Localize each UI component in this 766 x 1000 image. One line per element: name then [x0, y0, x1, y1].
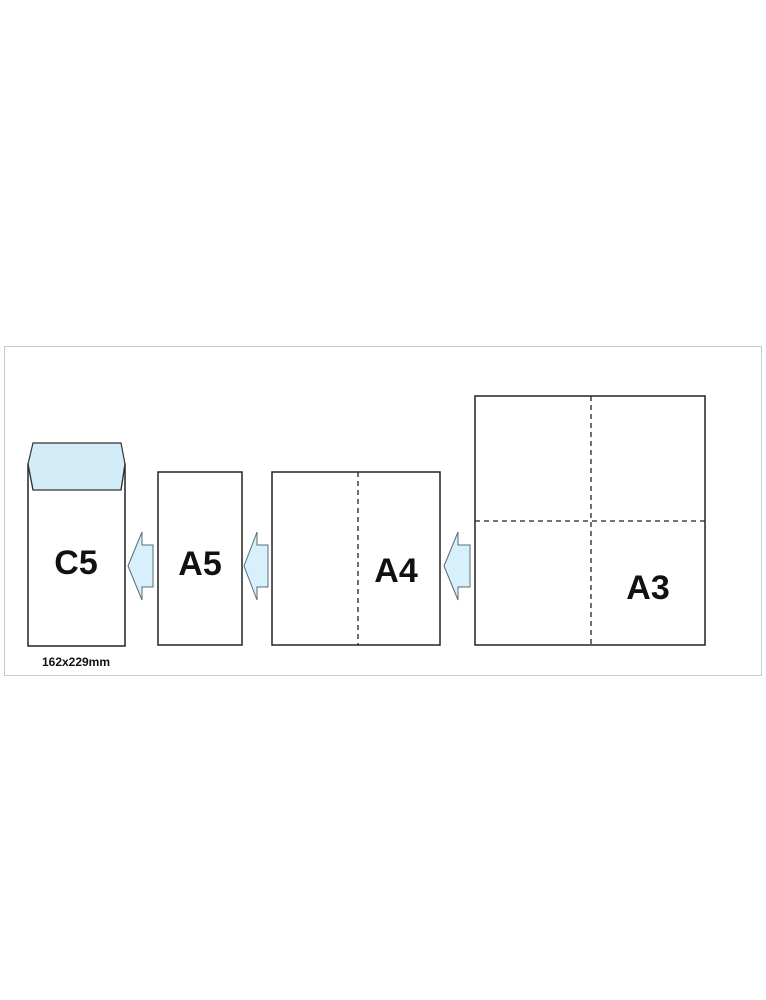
- envelope-flap-edges: [27, 463, 126, 491]
- left-arrow-icon: [243, 531, 269, 601]
- c5-label: C5: [54, 544, 97, 582]
- a4-sheet: A4: [271, 471, 441, 646]
- c5-size-caption: 162x229mm: [42, 655, 110, 669]
- a5-sheet: A5: [157, 471, 243, 646]
- envelope-flap-icon: [27, 442, 126, 491]
- c5-envelope: C5 162x229mm: [27, 442, 126, 669]
- a4-label: A4: [374, 552, 418, 590]
- a4-paper: [271, 471, 441, 646]
- a5-label: A5: [178, 545, 221, 583]
- a3-label: A3: [626, 569, 669, 607]
- a3-sheet: A3: [474, 395, 706, 646]
- envelope-body: [27, 463, 126, 647]
- left-arrow-icon: [443, 531, 471, 601]
- a5-paper: [157, 471, 243, 646]
- left-arrow-icon: [127, 531, 154, 601]
- a3-paper: [474, 395, 706, 646]
